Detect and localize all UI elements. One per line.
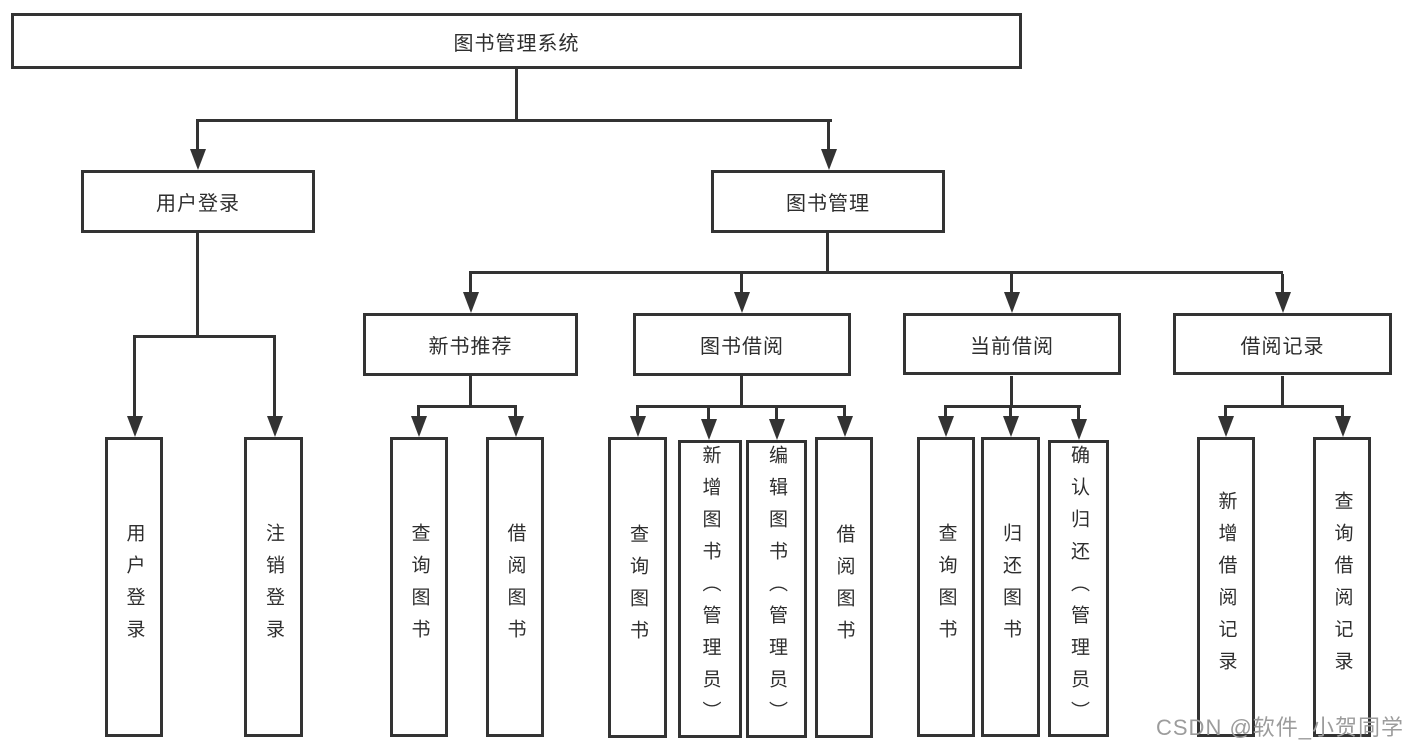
leaf-logout: 注销登录: [244, 437, 303, 737]
csdn-watermark: CSDN @软件_小贺同学: [1156, 715, 1405, 740]
leaf-add-record: 新增借阅记录: [1197, 437, 1255, 737]
node-borrow-records: 借阅记录: [1173, 313, 1392, 375]
leaf-borrow-book-b-label: 借阅图书: [833, 523, 855, 652]
arrow-down-icon: [821, 149, 837, 170]
arrow-down-icon: [630, 416, 646, 437]
leaf-user-login-label: 用户登录: [123, 523, 145, 651]
connector-line: [827, 122, 830, 152]
node-user-login-label: 用户登录: [156, 193, 240, 215]
arrow-down-icon: [127, 416, 143, 437]
node-new-book-rec: 新书推荐: [363, 313, 578, 376]
connector-line: [826, 233, 829, 274]
connector-line: [1281, 274, 1284, 294]
connector-line: [707, 408, 710, 420]
arrow-down-icon: [1218, 416, 1234, 437]
arrow-down-icon: [190, 149, 206, 170]
connector-line: [133, 338, 136, 418]
leaf-borrow-book-a-label: 借阅图书: [504, 523, 526, 651]
connector-line: [740, 376, 743, 408]
arrow-down-icon: [463, 292, 479, 313]
connector-line: [1077, 408, 1080, 420]
node-current-borrow: 当前借阅: [903, 313, 1121, 375]
leaf-user-login: 用户登录: [105, 437, 163, 737]
arrow-down-icon: [837, 416, 853, 437]
leaf-query-record-label: 查询借阅记录: [1331, 491, 1353, 683]
arrow-down-icon: [769, 419, 785, 440]
leaf-query-book-a: 查询图书: [390, 437, 448, 737]
connector-line: [515, 69, 518, 120]
connector-line: [514, 408, 517, 418]
leaf-borrow-book-b: 借阅图书: [815, 437, 873, 738]
connector-line: [196, 233, 199, 338]
leaf-query-book-c-label: 查询图书: [935, 523, 957, 651]
node-root: 图书管理系统: [11, 13, 1022, 69]
connector-line: [196, 119, 832, 122]
leaf-add-book: 新增图书（管理员）: [678, 440, 742, 738]
leaf-add-record-label: 新增借阅记录: [1215, 491, 1237, 683]
leaf-query-book-b: 查询图书: [608, 437, 667, 738]
arrow-down-icon: [1004, 292, 1020, 313]
leaf-logout-label: 注销登录: [263, 523, 284, 651]
node-current-borrow-label: 当前借阅: [970, 335, 1054, 358]
arrow-down-icon: [1003, 416, 1019, 437]
arrow-down-icon: [411, 416, 427, 437]
arrow-down-icon: [508, 416, 524, 437]
connector-line: [1009, 408, 1012, 418]
leaf-return-book-label: 归还图书: [1000, 523, 1021, 651]
leaf-confirm-return: 确认归还（管理员）: [1048, 440, 1109, 737]
arrow-down-icon: [1335, 416, 1351, 437]
arrow-down-icon: [734, 292, 750, 313]
arrow-down-icon: [701, 419, 717, 440]
leaf-edit-book-label: 编辑图书（管理员）: [766, 445, 787, 733]
arrow-down-icon: [1275, 292, 1291, 313]
leaf-return-book: 归还图书: [981, 437, 1040, 737]
arrow-down-icon: [1071, 419, 1087, 440]
connector-line: [775, 408, 778, 420]
connector-line: [133, 335, 276, 338]
connector-line: [1281, 376, 1284, 408]
connector-line: [740, 274, 743, 294]
node-book-mgmt: 图书管理: [711, 170, 945, 233]
leaf-query-record: 查询借阅记录: [1313, 437, 1371, 737]
connector-line: [417, 408, 420, 418]
connector-line: [636, 408, 639, 418]
arrow-down-icon: [938, 416, 954, 437]
node-borrow-records-label: 借阅记录: [1240, 335, 1325, 358]
connector-line: [1010, 376, 1013, 408]
connector-line: [196, 122, 199, 152]
connector-line: [469, 376, 472, 408]
connector-line: [1010, 274, 1013, 294]
leaf-query-book-b-label: 查询图书: [627, 523, 648, 652]
node-new-book-rec-label: 新书推荐: [428, 336, 513, 358]
connector-line: [417, 405, 517, 408]
leaf-query-book-c: 查询图书: [917, 437, 975, 737]
connector-line: [944, 408, 947, 418]
leaf-query-book-a-label: 查询图书: [408, 523, 430, 651]
node-book-borrow: 图书借阅: [633, 313, 851, 376]
connector-line: [469, 274, 472, 294]
node-book-mgmt-label: 图书管理: [786, 193, 870, 215]
connector-line: [636, 405, 846, 408]
connector-line: [1341, 408, 1344, 418]
connector-line: [1224, 405, 1344, 408]
node-user-login: 用户登录: [81, 170, 315, 233]
leaf-confirm-return-label: 确认归还（管理员）: [1068, 444, 1089, 733]
connector-line: [469, 271, 1283, 274]
node-root-label: 图书管理系统: [453, 32, 580, 55]
leaf-borrow-book-a: 借阅图书: [486, 437, 544, 737]
connector-line: [843, 408, 846, 418]
node-book-borrow-label: 图书借阅: [700, 336, 784, 358]
connector-line: [273, 338, 276, 418]
connector-line: [944, 405, 1081, 408]
leaf-edit-book: 编辑图书（管理员）: [746, 440, 807, 738]
leaf-add-book-label: 新增图书（管理员）: [699, 445, 721, 733]
arrow-down-icon: [267, 416, 283, 437]
connector-line: [1224, 408, 1227, 418]
